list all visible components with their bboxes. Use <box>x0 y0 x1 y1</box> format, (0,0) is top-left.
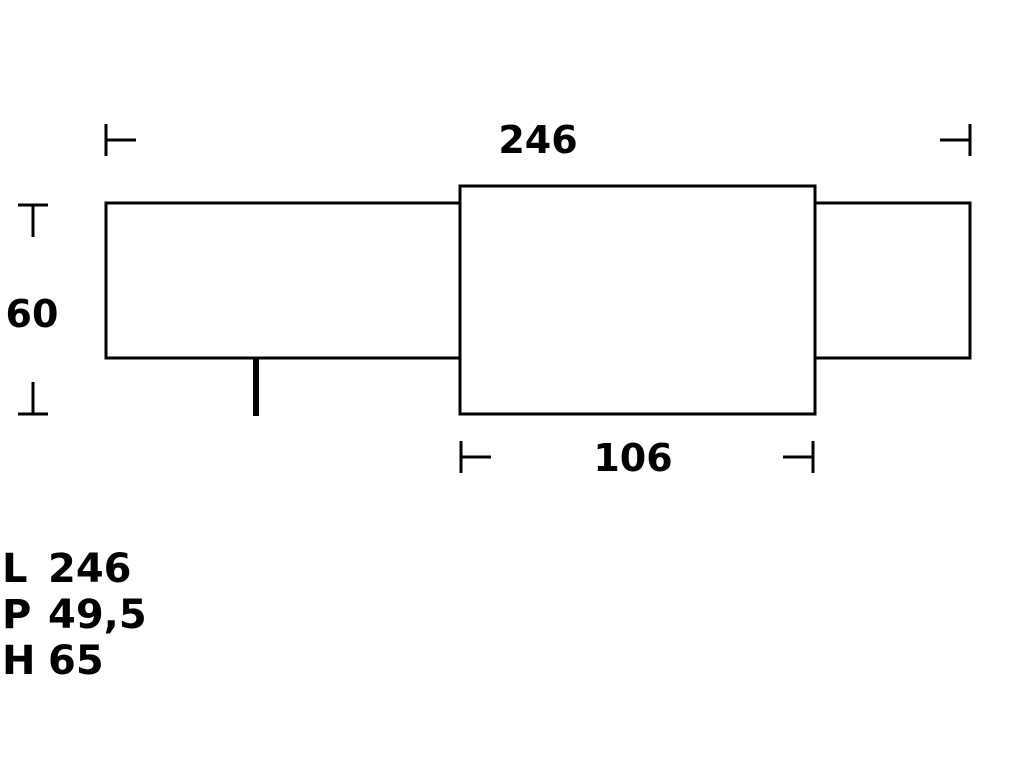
height-label: 60 <box>6 292 59 336</box>
left-body-outline <box>104 201 462 360</box>
spec-row-length: L 246 <box>2 546 147 592</box>
spec-key: H <box>2 638 36 684</box>
center-length-start-marker <box>459 441 491 473</box>
spec-value: 246 <box>48 546 132 592</box>
spec-key: P <box>2 592 32 638</box>
overall-length-end-marker <box>940 124 972 156</box>
center-module-outline <box>458 184 817 416</box>
spec-value: 65 <box>48 638 104 684</box>
center-length-end-marker <box>783 441 815 473</box>
overall-length-label: 246 <box>498 118 577 162</box>
right-body-outline <box>813 201 972 360</box>
center-length-label: 106 <box>593 436 672 480</box>
spec-row-depth: P 49,5 <box>2 592 147 638</box>
spec-row-height: H 65 <box>2 638 147 684</box>
height-bottom-marker <box>18 382 48 416</box>
spec-key: L <box>2 546 28 592</box>
spec-list: L 246 P 49,5 H 65 <box>2 546 147 684</box>
spec-value: 49,5 <box>48 592 147 638</box>
overall-length-start-marker <box>104 124 136 156</box>
height-top-marker <box>18 203 48 237</box>
